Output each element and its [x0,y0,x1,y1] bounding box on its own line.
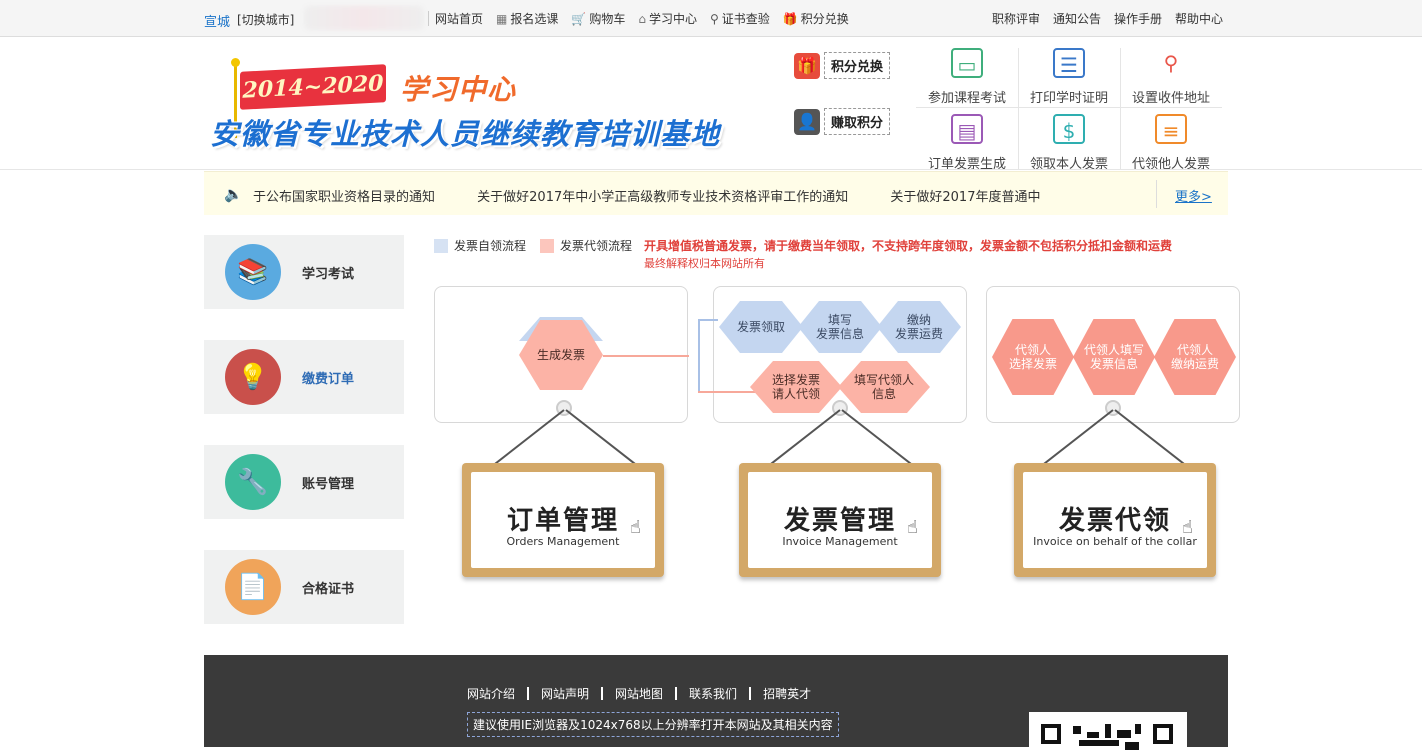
pointer-hand-icon: ☝ [1182,517,1193,538]
collect-own-invoice-action[interactable]: $ 领取本人发票 [1018,106,1120,172]
print-hours-action[interactable]: ☰ 打印学时证明 [1018,40,1120,106]
earn-points-button[interactable]: 👤 赚取积分 [794,108,891,135]
sidebar-item-payment-orders[interactable]: 💡 缴费订单 [204,340,404,414]
footer-link-statement[interactable]: 网站声明 [541,687,590,701]
current-city[interactable]: 宣城 [204,15,231,30]
gift-icon: 🎁 [794,52,820,79]
flow-step: 代领人 选择发票 [992,319,1074,395]
cart-icon: 🛒 [571,11,587,26]
notice-item[interactable]: 于公布国家职业资格目录的通知 [253,190,436,204]
flow-step: 发票领取 [719,301,803,353]
nav-certificate-check[interactable]: ⚲证书查验 [709,11,770,26]
set-address-action[interactable]: ⚲ 设置收件地址 [1120,40,1222,106]
points-exchange-button[interactable]: 🎁 积分兑换 [794,52,891,79]
sidebar-item-account[interactable]: 🔧 账号管理 [204,445,404,519]
sidebar-item-certificates[interactable]: 📄 合格证书 [204,550,404,624]
site-footer: 网站介绍 网站声明 网站地图 联系我们 招聘英才 建议使用IE浏览器及1024x… [204,655,1228,752]
speaker-icon: 🔈 [224,185,243,203]
switch-city-link[interactable]: [切换城市] [237,13,295,27]
footer-link-careers[interactable]: 招聘英才 [763,687,812,701]
year-flag: 2014~2020 [240,64,386,110]
order-management-sign[interactable]: 订单管理 Orders Management ☝ [462,463,664,577]
sidebar-item-study-exam[interactable]: 📚 学习考试 [204,235,404,309]
flow-step: 填写代领人 信息 [838,361,930,413]
nav-title-review[interactable]: 职称评审 [991,12,1040,26]
top-bar: 宣城 [切换城市] 网站首页 ▦报名选课 🛒购物车 ⌂学习中心 ⚲证书查验 🎁积… [0,0,1422,37]
footer-links: 网站介绍 网站声明 网站地图 联系我们 招聘英才 [467,685,823,702]
footer-link-about[interactable]: 网站介绍 [467,687,516,701]
search-icon: ⚲ [709,11,719,26]
nav-home[interactable]: 网站首页 [435,12,484,26]
more-notices-link[interactable]: 更多> [1175,190,1212,205]
notice-item[interactable]: 关于做好2017年中小学正高级教师专业技术资格评审工作的通知 [477,190,849,204]
grid-icon: ▦ [496,11,508,26]
lightbulb-icon: 💡 [225,349,281,405]
top-nav: 网站首页 ▦报名选课 🛒购物车 ⌂学习中心 ⚲证书查验 🎁积分兑换 [435,10,849,27]
gift-icon: 🎁 [782,11,798,26]
invoice-management-sign[interactable]: 发票管理 Invoice Management ☝ [739,463,941,577]
invoice-note: 最终解释权归本网站所有 [644,257,765,270]
flag-pole [231,58,240,138]
site-subtitle: 学习中心 [400,73,517,106]
flow-step: 代领人 缴纳运费 [1154,319,1236,395]
flow-step: 填写 发票信息 [798,301,882,353]
document-icon: ≡ [1155,114,1203,150]
nav-cart[interactable]: 🛒购物车 [571,11,626,26]
nav-manual[interactable]: 操作手册 [1113,12,1162,26]
tools-icon: 🔧 [225,454,281,510]
pointer-hand-icon: ☝ [907,517,918,538]
document-icon: 📄 [225,559,281,615]
nav-study-center[interactable]: ⌂学习中心 [638,11,697,26]
collect-others-invoice-action[interactable]: ≡ 代领他人发票 [1120,106,1222,172]
footer-link-sitemap[interactable]: 网站地图 [615,687,664,701]
home-icon: ⌂ [638,11,646,26]
site-header: 2014~2020 学习中心 安徽省专业技术人员继续教育培训基地 🎁 积分兑换 … [204,38,1228,172]
qr-code [1029,712,1187,752]
flow-step: 选择发票 请人代领 [750,361,842,413]
blurred-user-info [304,6,424,30]
flow-legend: 发票自领流程 发票代领流程 [434,237,632,254]
notice-marquee: 于公布国家职业资格目录的通知 关于做好2017年中小学正高级教师专业技术资格评审… [253,186,1087,204]
take-exam-action[interactable]: ▭ 参加课程考试 [916,40,1018,106]
footer-link-contact[interactable]: 联系我们 [689,687,738,701]
notice-item[interactable]: 关于做好2017年度普通中 [890,190,1041,204]
nav-points-exchange[interactable]: 🎁积分兑换 [782,11,849,26]
invoice-proxy-sign[interactable]: 发票代领 Invoice on behalf of the collar ☝ [1014,463,1216,577]
location-pin-icon: ⚲ [1155,48,1201,82]
pointer-hand-icon: ☝ [630,517,641,538]
notice-bar: 🔈 于公布国家职业资格目录的通知 关于做好2017年中小学正高级教师专业技术资格… [204,171,1228,215]
monitor-icon: ▭ [951,48,999,84]
nav-announcements[interactable]: 通知公告 [1052,12,1101,26]
browser-recommendation: 建议使用IE浏览器及1024x768以上分辨率打开本网站及其相关内容 [467,712,839,737]
legend-swatch-proxy [540,238,555,253]
receipt-icon: $ [1053,114,1101,150]
top-right-nav: 职称评审 通知公告 操作手册 帮助中心 [992,10,1223,27]
flow-step: 缴纳 发票运费 [877,301,961,353]
quick-actions-grid: ▭ 参加课程考试 ☰ 打印学时证明 ⚲ 设置收件地址 ▤ 订单发票生成 $ 领取… [916,40,1222,172]
nav-enroll[interactable]: ▦报名选课 [496,11,559,26]
invoice-warning: 开具增值税普通发票，请于缴费当年领取，不支持跨年度领取，发票金额不包括积分抵扣金… [644,239,1173,253]
flow-step: 代领人填写 发票信息 [1073,319,1155,395]
person-icon: 👤 [794,108,820,135]
legend-swatch-self [434,238,448,253]
generate-invoice-action[interactable]: ▤ 订单发票生成 [916,106,1018,172]
printer-icon: ▤ [951,114,999,150]
books-icon: 📚 [225,244,281,300]
site-title[interactable]: 安徽省专业技术人员继续教育培训基地 [210,117,721,151]
certificate-icon: ☰ [1053,48,1101,84]
nav-help[interactable]: 帮助中心 [1174,12,1223,26]
